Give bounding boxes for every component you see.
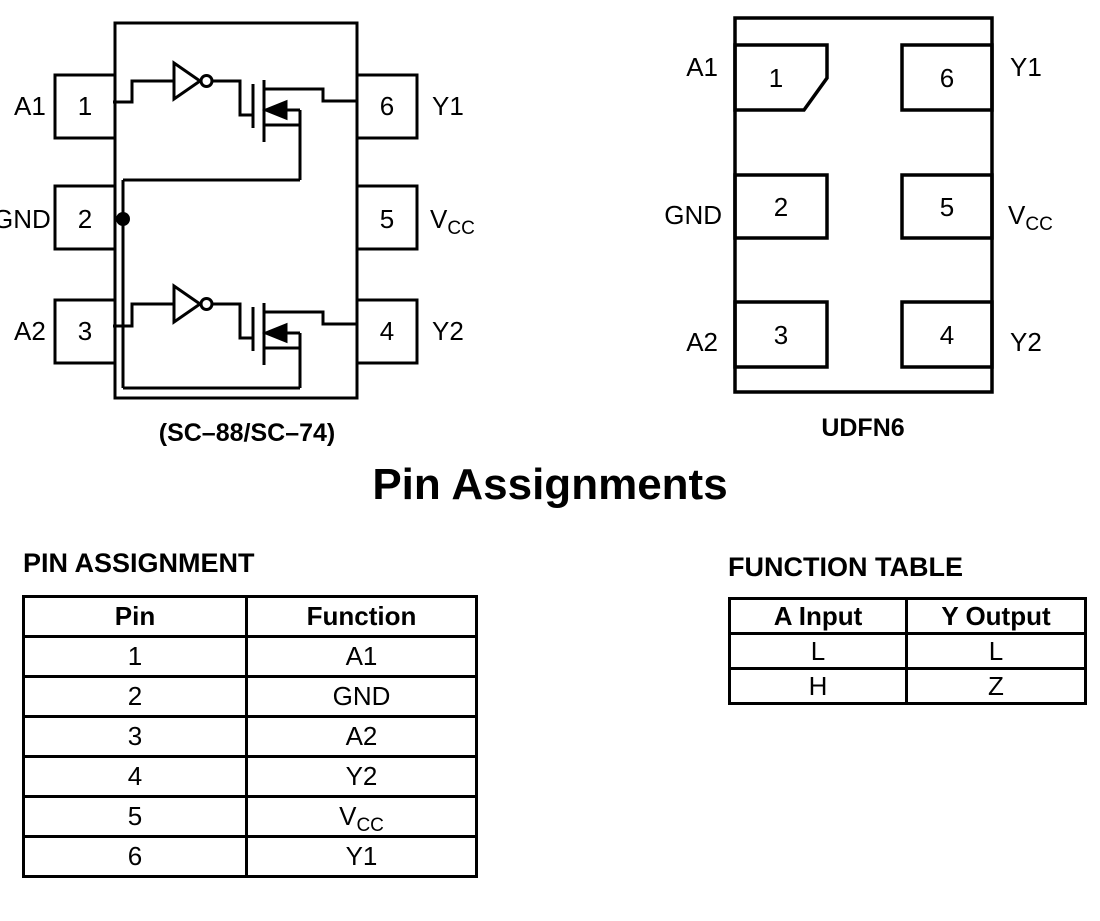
schematic-pin2-number: 2 <box>78 204 92 234</box>
cell-a-input: H <box>728 667 908 705</box>
cell-pin: 2 <box>22 675 248 718</box>
vcc-main: V <box>430 204 448 234</box>
table-header-row: Pin Function <box>22 595 478 638</box>
udfn-diagram <box>733 16 994 394</box>
table-header-row: A Input Y Output <box>728 597 1087 635</box>
col-header-pin: Pin <box>22 595 248 638</box>
inverter1-bubble-icon <box>199 74 214 88</box>
inverter2-triangle-icon <box>172 283 203 325</box>
udfn-pin5-label: VCC <box>1008 200 1053 235</box>
udfn-pin6-number: 6 <box>940 63 954 93</box>
schematic-pin5-label: VCC <box>430 204 475 239</box>
udfn-pin3-label: A2 <box>686 327 718 357</box>
cell-pin: 3 <box>22 715 248 758</box>
gate2-wire <box>212 302 252 340</box>
cell-function: Y1 <box>245 835 478 878</box>
schematic-pin6-label: Y1 <box>432 91 464 121</box>
schematic-pin1-box <box>53 73 117 140</box>
schematic-pin4-label: Y2 <box>432 316 464 346</box>
udfn-pad1 <box>733 43 829 112</box>
udfn-pad2 <box>733 173 829 240</box>
schematic-pin1-number: 1 <box>78 91 92 121</box>
gnd-junction-dot <box>116 212 130 226</box>
cell-y-output: Z <box>905 667 1087 705</box>
udfn-pin1-number: 1 <box>769 63 783 93</box>
schematic-pin6-number: 6 <box>380 91 394 121</box>
schematic-pin4-number: 4 <box>380 316 394 346</box>
cell-pin: 1 <box>22 635 248 678</box>
pin-assignment-table: Pin Function 1 A1 2 GND 3 A2 4 Y2 5 VCC … <box>22 595 478 878</box>
drain1-wire <box>264 87 357 103</box>
schematic-pin5-box <box>355 184 419 251</box>
udfn-pin4-label: Y2 <box>1010 327 1042 357</box>
vcc-sub: CC <box>447 218 474 239</box>
schematic-pin1-label: A1 <box>14 91 46 121</box>
udfn-pin5-number: 5 <box>940 192 954 222</box>
gate1-wire <box>212 79 252 117</box>
col-header-function: Function <box>245 595 478 638</box>
vcc-main: V <box>339 801 357 831</box>
schematic-caption: (SC–88/SC–74) <box>159 419 335 447</box>
table-row: 5 VCC <box>22 795 478 838</box>
inverter1-triangle-icon <box>172 60 203 102</box>
ic-body-outline <box>113 21 359 400</box>
schematic-pin3-label: A2 <box>14 316 46 346</box>
cell-pin: 4 <box>22 755 248 798</box>
function-table-heading: FUNCTION TABLE <box>728 552 963 582</box>
udfn-pin1-label: A1 <box>686 52 718 82</box>
inverter2-bubble-icon <box>199 297 214 311</box>
vcc-main: V <box>1008 200 1026 230</box>
table-row: L L <box>728 632 1087 670</box>
table-row: 6 Y1 <box>22 835 478 878</box>
schematic-pin5-number: 5 <box>380 204 394 234</box>
cell-a-input: L <box>728 632 908 670</box>
col-header-y-output: Y Output <box>905 597 1087 635</box>
udfn-caption: UDFN6 <box>821 414 904 442</box>
buffer2-circuit <box>113 283 357 390</box>
mosfet2-arrowhead-icon <box>261 322 288 344</box>
table-row: H Z <box>728 667 1087 705</box>
page-title: Pin Assignments <box>372 460 728 509</box>
pin-assignment-heading: PIN ASSIGNMENT <box>23 548 255 578</box>
cell-function: GND <box>245 675 478 718</box>
vcc-sub: CC <box>1025 214 1052 235</box>
udfn-pin6-label: Y1 <box>1010 52 1042 82</box>
udfn-pin2-number: 2 <box>774 192 788 222</box>
input1-wire <box>113 79 174 104</box>
mosfet1-arrowhead-icon <box>261 99 288 121</box>
udfn-pad4 <box>900 300 994 369</box>
cell-function: VCC <box>245 795 478 838</box>
cell-function: A2 <box>245 715 478 758</box>
schematic-pin2-label: GND <box>0 204 51 234</box>
table-row: 4 Y2 <box>22 755 478 798</box>
buffer1-circuit <box>113 60 357 182</box>
schematic-pin6-box <box>355 73 419 140</box>
table-row: 3 A2 <box>22 715 478 758</box>
schematic-pin3-number: 3 <box>78 316 92 346</box>
col-header-a-input: A Input <box>728 597 908 635</box>
package-diagrams: A1 GND A2 Y1 VCC Y2 1 2 3 6 5 4 (SC–88/S… <box>0 16 1053 447</box>
table-row: 1 A1 <box>22 635 478 678</box>
schematic-pin2-box <box>53 184 117 251</box>
cell-y-output: L <box>905 632 1087 670</box>
schematic-pin4-box <box>355 298 419 365</box>
udfn-pad3 <box>733 300 829 369</box>
udfn-pad5 <box>900 173 994 240</box>
cell-function: Y2 <box>245 755 478 798</box>
udfn-pin4-number: 4 <box>940 320 954 350</box>
function-table: A Input Y Output L L H Z <box>728 597 1087 705</box>
cell-pin: 5 <box>22 795 248 838</box>
udfn-pad6 <box>900 43 994 112</box>
cell-pin: 6 <box>22 835 248 878</box>
cell-function: A1 <box>245 635 478 678</box>
drain2-wire <box>264 310 357 326</box>
udfn-pin2-label: GND <box>664 200 722 230</box>
schematic-pin3-box <box>53 298 117 365</box>
schematic-diagram <box>53 21 419 400</box>
udfn-pin3-number: 3 <box>774 320 788 350</box>
table-row: 2 GND <box>22 675 478 718</box>
vcc-sub: CC <box>356 815 384 837</box>
